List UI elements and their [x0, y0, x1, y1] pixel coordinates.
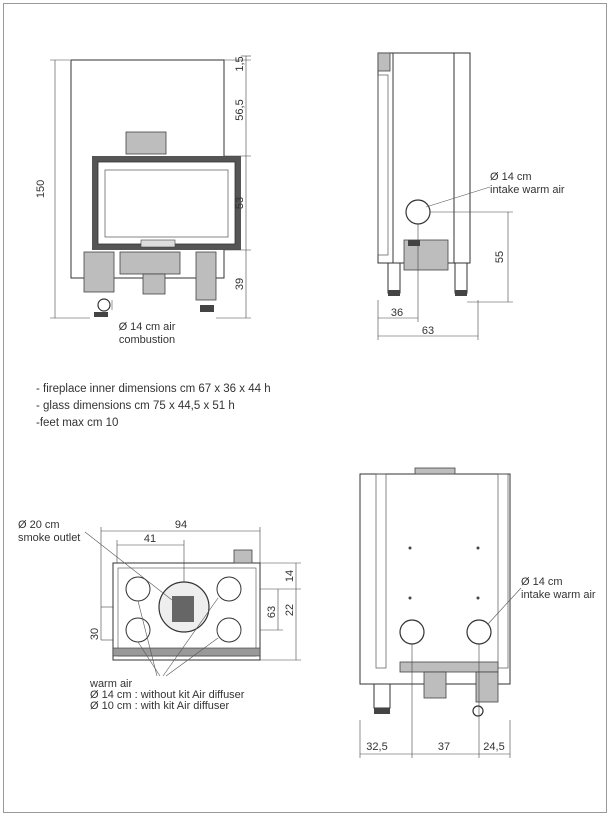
top-smoke-damper — [172, 596, 194, 622]
front-combustion-box — [119, 251, 181, 275]
dim-left-30: 30 — [89, 628, 101, 640]
back-intake-line2: intake warm air — [521, 589, 596, 601]
smoke-leader — [84, 531, 173, 601]
back-screw-3 — [408, 596, 412, 600]
sheet-border — [3, 3, 607, 813]
back-leg-left — [373, 683, 391, 709]
warm-leader-4 — [165, 637, 219, 677]
warm-air-line1: warm air — [89, 678, 133, 690]
front-foot-right — [200, 305, 214, 312]
front-left-leg — [83, 251, 115, 293]
dim-back-middle: 37 — [438, 741, 450, 753]
note-inner-dimensions: - fireplace inner dimensions cm 67 x 36 … — [36, 383, 271, 395]
dim-smoke-offset: 41 — [144, 533, 156, 545]
top-tab — [233, 549, 253, 564]
front-view — [50, 55, 251, 319]
dim-total-height: 150 — [35, 180, 47, 198]
side-intake-leader — [425, 186, 491, 208]
dim-back-right: 24,5 — [483, 741, 504, 753]
top-warm-air-1 — [125, 576, 151, 602]
warm-leader-2 — [137, 641, 161, 677]
front-right-leg — [195, 251, 217, 301]
dim-back-left: 32,5 — [366, 741, 387, 753]
back-intake-leader — [487, 587, 522, 625]
back-screw-2 — [476, 546, 480, 550]
warm-air-line3: Ø 10 cm : with kit Air diffuser — [90, 700, 230, 712]
side-top-cap — [377, 52, 391, 72]
back-body — [359, 473, 511, 685]
spec-notes: - fireplace inner dimensions cm 67 x 36 … — [36, 381, 271, 432]
side-leg-left — [387, 262, 401, 294]
side-base-dark — [408, 240, 420, 246]
smoke-outlet-line1: Ø 20 cm — [18, 519, 60, 531]
front-glass-inner — [104, 169, 229, 238]
labels: 150 1,5 56,5 53 39 Ø 14 cm air combustio… — [18, 56, 596, 753]
dim-right-63: 63 — [266, 606, 278, 618]
back-intake-right — [466, 619, 492, 645]
side-intake-line1: Ø 14 cm — [490, 171, 532, 183]
back-intake-line1: Ø 14 cm — [521, 576, 563, 588]
side-intake-line2: intake warm air — [490, 184, 565, 196]
dim-intake-height: 55 — [494, 251, 506, 263]
back-left-rail — [375, 473, 387, 669]
front-combustion-duct — [142, 273, 166, 295]
back-base-strip — [399, 661, 499, 673]
back-screw-1 — [408, 546, 412, 550]
note-glass-dimensions: - glass dimensions cm 75 x 44,5 x 51 h — [36, 400, 235, 412]
dim-feet: 39 — [234, 278, 246, 290]
back-right-rail — [497, 473, 509, 669]
dim-intake-depth: 36 — [391, 307, 403, 319]
front-grille — [125, 131, 167, 155]
front-handle — [140, 239, 176, 248]
dim-total-depth: 63 — [422, 325, 434, 337]
dim-upper-section: 56,5 — [234, 99, 246, 120]
front-wheel — [97, 298, 111, 312]
smoke-outlet-line2: smoke outlet — [18, 532, 80, 544]
back-view — [359, 467, 522, 758]
side-intake-circle — [405, 199, 431, 225]
air-combustion-line2: combustion — [119, 334, 175, 346]
side-foot-right — [455, 290, 467, 296]
back-top-cap — [414, 467, 456, 475]
side-left-body — [377, 52, 455, 264]
dim-glass-height: 53 — [234, 197, 246, 209]
back-intake-left — [399, 619, 425, 645]
back-leg-right — [475, 671, 499, 703]
dim-right-14: 14 — [284, 570, 296, 582]
top-warm-air-4 — [216, 617, 242, 643]
back-center-box — [423, 671, 447, 699]
warm-air-line2: Ø 14 cm : without kit Air diffuser — [90, 689, 245, 701]
dim-width: 94 — [175, 519, 187, 531]
side-leg-right — [454, 262, 468, 294]
back-foot-left — [374, 708, 390, 714]
front-glass — [97, 161, 236, 245]
top-warm-air-2 — [216, 576, 242, 602]
note-feet-max: -feet max cm 10 — [36, 417, 119, 429]
side-foot-left — [388, 290, 400, 296]
back-wheel — [472, 705, 484, 717]
side-door-panel — [453, 52, 471, 264]
back-screw-4 — [476, 596, 480, 600]
dim-top-gap: 1,5 — [234, 56, 246, 71]
air-combustion-line1: Ø 14 cm air — [119, 321, 176, 333]
warm-leader-3 — [162, 597, 219, 677]
side-view — [377, 52, 513, 340]
top-front-strip — [112, 647, 261, 657]
warm-leader-1 — [137, 600, 158, 677]
top-warm-air-3 — [125, 617, 151, 643]
dim-right-22: 22 — [284, 604, 296, 616]
side-frame-line — [377, 74, 389, 256]
front-foot-left — [94, 312, 108, 317]
top-view — [84, 527, 301, 677]
